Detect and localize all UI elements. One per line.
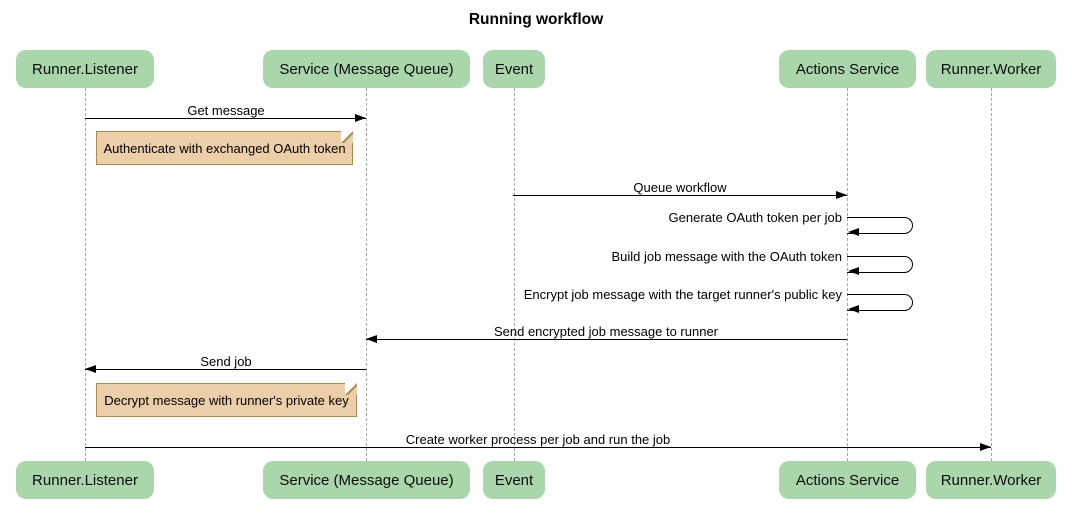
participant-label: Runner.Listener xyxy=(32,60,138,78)
participant-label: Actions Service xyxy=(795,471,900,489)
message-label: Send encrypted job message to runner xyxy=(493,324,719,339)
message-label: Queue workflow xyxy=(633,180,727,195)
message-label: Get message xyxy=(187,103,265,118)
note-fold xyxy=(345,383,357,395)
self-message-loop xyxy=(847,294,913,311)
participant-service-mq-bottom: Service (Message Queue) xyxy=(263,461,470,499)
participant-runner-worker-top: Runner.Worker xyxy=(926,50,1056,88)
lifeline-service-mq xyxy=(366,88,367,461)
self-message-loop xyxy=(847,217,913,234)
lifeline-actions-service xyxy=(847,88,848,461)
note: Authenticate with exchanged OAuth token xyxy=(96,131,353,165)
participant-label: Actions Service xyxy=(795,60,900,78)
message-line xyxy=(513,195,847,196)
note-fold xyxy=(341,131,353,143)
lifeline-runner-worker xyxy=(990,88,992,461)
participant-label: Runner.Worker xyxy=(940,471,1042,489)
message-line xyxy=(85,369,366,370)
self-message-loop xyxy=(847,256,913,273)
arrowhead xyxy=(836,190,847,199)
participant-label: Service (Message Queue) xyxy=(279,471,454,489)
note-text: Decrypt message with runner's private ke… xyxy=(104,392,349,408)
arrowhead xyxy=(848,305,859,313)
message-label: Build job message with the OAuth token xyxy=(611,249,842,264)
message-line xyxy=(366,339,847,340)
participant-runner-listener-top: Runner.Listener xyxy=(16,50,154,88)
note-text: Authenticate with exchanged OAuth token xyxy=(103,140,346,156)
arrowhead xyxy=(366,334,377,343)
lifeline-runner-listener xyxy=(84,88,86,461)
diagram-title: Running workflow xyxy=(468,11,604,28)
arrowhead xyxy=(848,267,859,275)
message-label: Encrypt job message with the target runn… xyxy=(523,287,842,302)
message-label: Create worker process per job and run th… xyxy=(405,432,671,447)
participant-label: Service (Message Queue) xyxy=(279,60,454,78)
participant-event-bottom: Event xyxy=(483,461,545,499)
participant-event-top: Event xyxy=(483,50,545,88)
lifeline-event xyxy=(513,88,515,461)
participant-label: Runner.Listener xyxy=(32,471,138,489)
arrowhead xyxy=(980,442,991,451)
arrowhead xyxy=(85,364,96,373)
participant-actions-service-top: Actions Service xyxy=(779,50,916,88)
message-line xyxy=(85,118,366,119)
participant-label: Runner.Worker xyxy=(940,60,1042,78)
participant-label: Event xyxy=(494,471,534,489)
participant-label: Event xyxy=(494,60,534,78)
participant-runner-listener-bottom: Runner.Listener xyxy=(16,461,154,499)
participant-runner-worker-bottom: Runner.Worker xyxy=(926,461,1056,499)
message-label: Generate OAuth token per job xyxy=(668,210,842,225)
message-label: Send job xyxy=(200,354,252,369)
participant-actions-service-bottom: Actions Service xyxy=(779,461,916,499)
arrowhead xyxy=(848,228,859,236)
message-line xyxy=(85,447,991,448)
note: Decrypt message with runner's private ke… xyxy=(96,383,357,417)
arrowhead xyxy=(355,113,366,122)
participant-service-mq-top: Service (Message Queue) xyxy=(263,50,470,88)
